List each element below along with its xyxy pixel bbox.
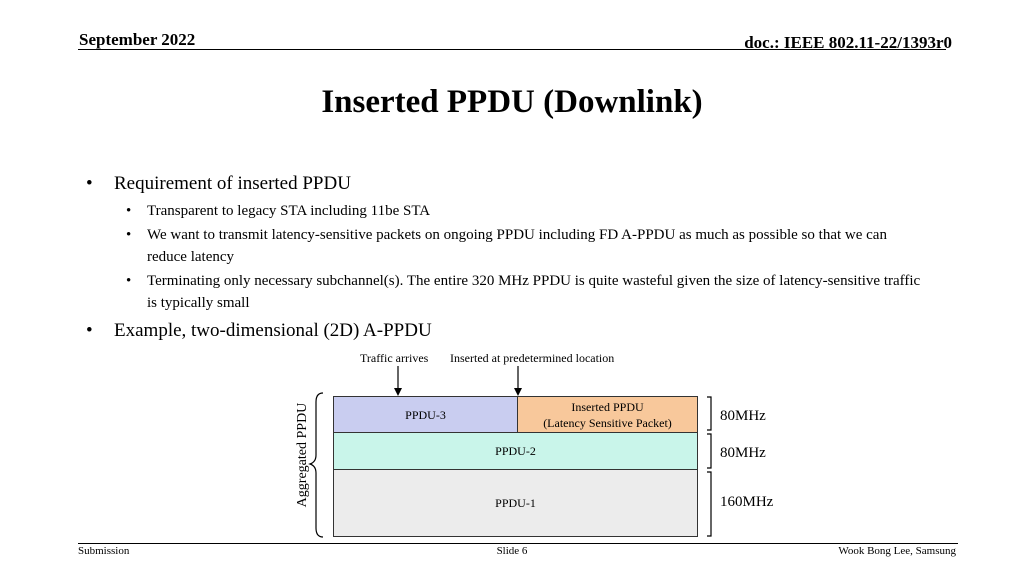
inserted-ppdu-line2: (Latency Sensitive Packet) xyxy=(543,415,672,430)
inserted-arrow-head xyxy=(514,388,522,396)
bracket-80mhz-mid xyxy=(707,433,712,469)
footer-submission: Submission xyxy=(78,545,130,557)
slide-title: Inserted PPDU (Downlink) xyxy=(321,84,703,120)
ppdu-1-label: PPDU-1 xyxy=(495,496,536,510)
bullet-list: Requirement of inserted PPDU Transparent… xyxy=(86,172,936,347)
ppdu-3-block: PPDU-3 xyxy=(333,396,518,433)
freq-label-top: 80MHz xyxy=(720,408,766,424)
sub-bullet-latency: We want to transmit latency-sensitive pa… xyxy=(126,224,927,268)
sub-bullet-transparent: Transparent to legacy STA including 11be… xyxy=(126,200,927,222)
freq-label-mid: 80MHz xyxy=(720,445,766,461)
ppdu-2-block: PPDU-2 xyxy=(333,432,698,470)
sub-bullet-terminating: Terminating only necessary subchannel(s)… xyxy=(126,270,927,314)
bracket-80mhz-top xyxy=(707,396,712,431)
footer-divider xyxy=(78,543,958,544)
bullet-example: Example, two-dimensional (2D) A-PPDU xyxy=(86,319,936,343)
header-doc-id: doc.: IEEE 802.11-22/1393r0 xyxy=(744,33,952,52)
inserted-ppdu-line1: Inserted PPDU xyxy=(571,399,644,414)
header-date: September 2022 xyxy=(79,30,196,49)
traffic-arrives-label: Traffic arrives xyxy=(360,351,429,365)
bracket-160mhz xyxy=(707,471,712,537)
footer-author: Wook Bong Lee, Samsung xyxy=(838,545,956,557)
ppdu-1-block: PPDU-1 xyxy=(333,469,698,537)
inserted-location-label: Inserted at predetermined location xyxy=(450,351,615,365)
freq-label-bottom: 160MHz xyxy=(720,494,774,510)
traffic-arrow-head xyxy=(394,388,402,396)
ppdu-2-label: PPDU-2 xyxy=(495,444,536,458)
aggregated-ppdu-label: Aggregated PPDU xyxy=(295,402,310,508)
footer-slide-number: Slide 6 xyxy=(496,545,528,557)
bullet-requirement: Requirement of inserted PPDU xyxy=(86,172,936,196)
aggregated-brace xyxy=(308,392,324,538)
header-divider xyxy=(78,49,946,50)
inserted-ppdu-block: Inserted PPDU (Latency Sensitive Packet) xyxy=(517,396,698,433)
ppdu-3-label: PPDU-3 xyxy=(405,407,446,422)
